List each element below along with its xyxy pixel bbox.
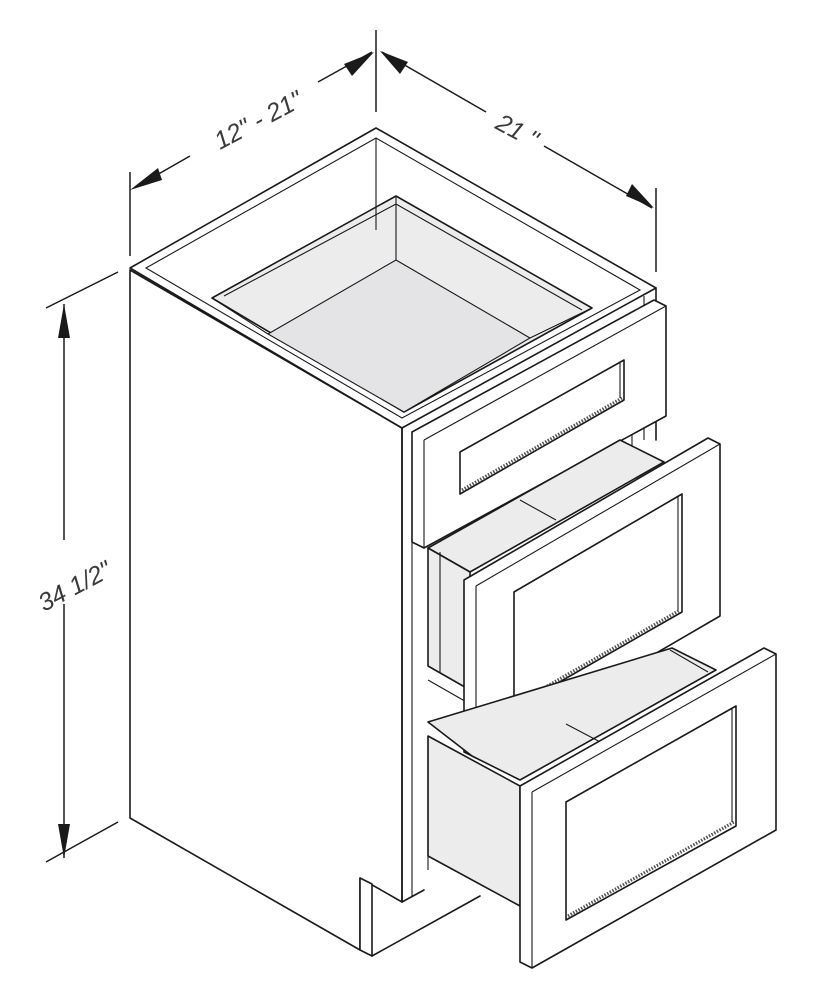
depth-dimension-label: 21 " — [490, 108, 544, 154]
drawer-1[interactable] — [411, 299, 667, 549]
drawer-3[interactable] — [427, 647, 777, 969]
drawer-1-panel — [459, 359, 625, 495]
height-dimension-label: 34 1/2" — [34, 555, 117, 617]
drawer-2[interactable] — [427, 437, 721, 759]
drawer-2-panel — [513, 493, 683, 709]
drawer-3-panel — [565, 705, 737, 921]
height-dimension: 34 1/2" — [34, 271, 119, 863]
width-dimension-label: 12" - 21" — [210, 85, 309, 155]
cabinet-body — [129, 127, 657, 957]
